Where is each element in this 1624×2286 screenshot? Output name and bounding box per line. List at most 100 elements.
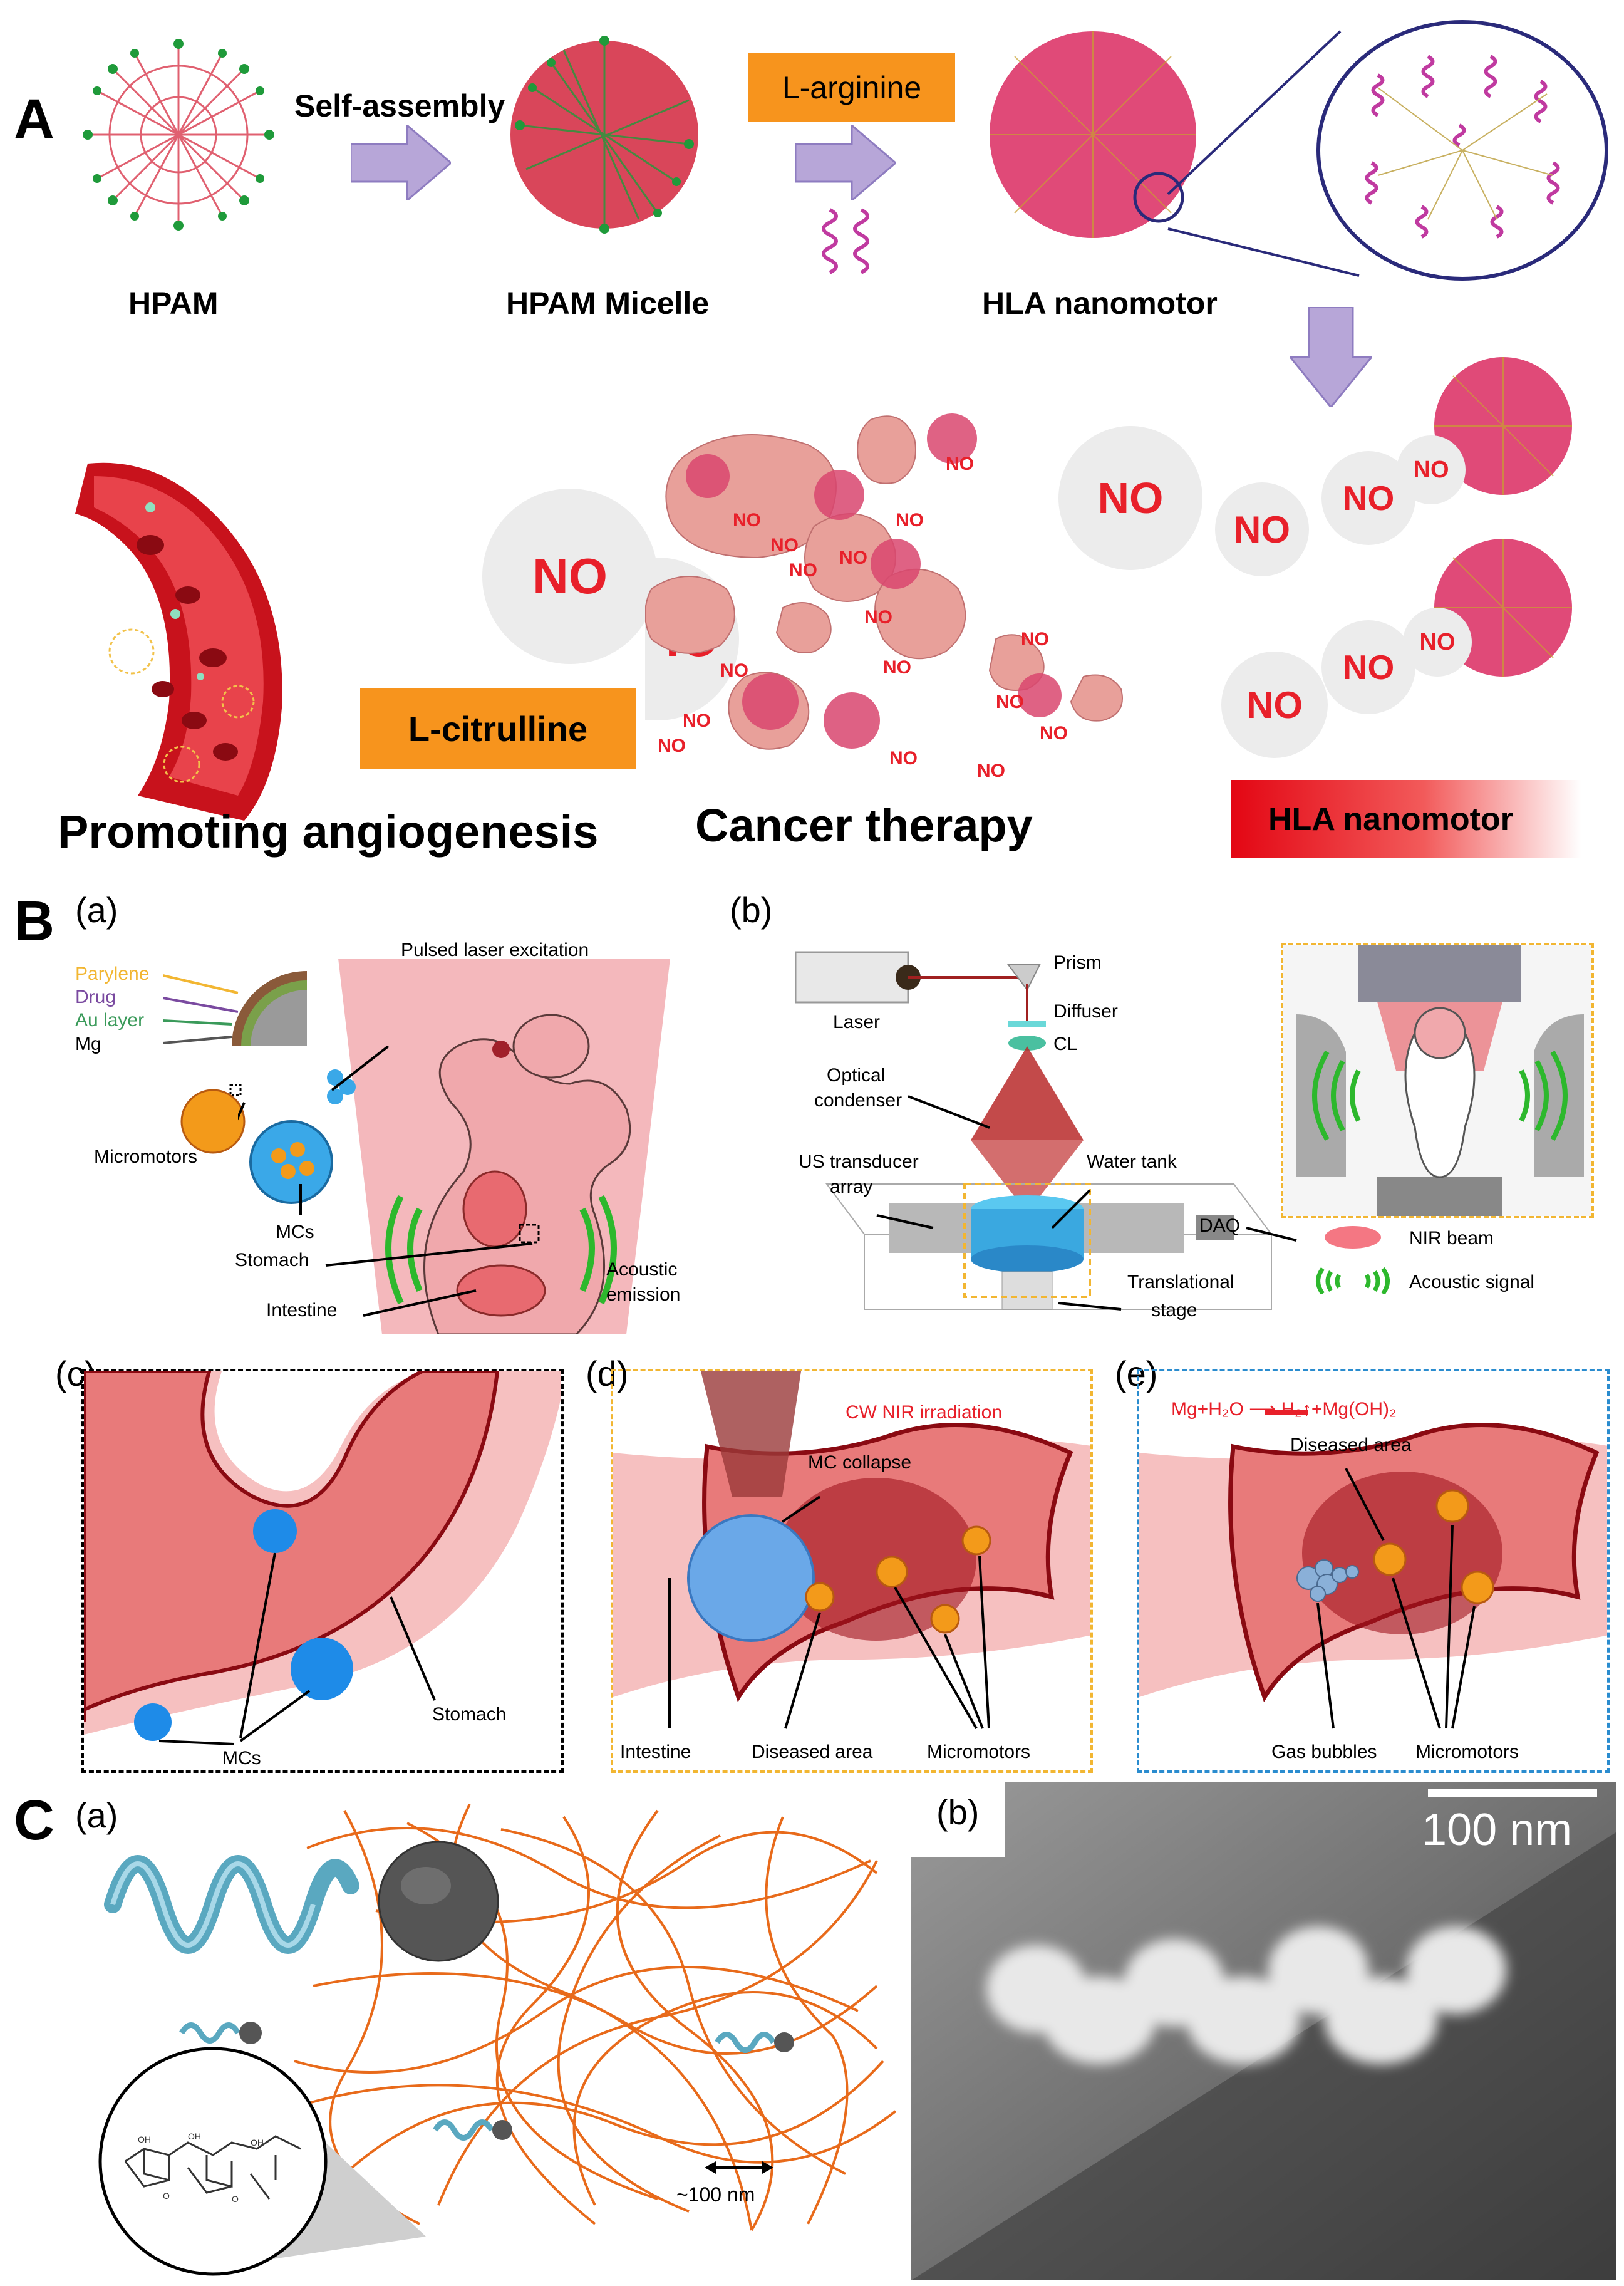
panel-c-letter: C	[14, 1789, 54, 1852]
panel-b-letter: B	[14, 890, 54, 953]
svg-text:NO: NO	[789, 560, 817, 581]
label-arrows	[163, 974, 239, 1044]
panel-bc-box	[81, 1369, 564, 1773]
arrow-down-icon	[1290, 307, 1372, 407]
emission-label: emission	[606, 1284, 681, 1305]
svg-text:NO: NO	[770, 535, 799, 556]
l-arginine-box: L-arginine	[748, 53, 955, 122]
mcs-label: MCs	[276, 1222, 314, 1242]
svg-text:NO: NO	[883, 657, 911, 678]
sem-image	[911, 1782, 1616, 2280]
stomach-label: Stomach	[432, 1704, 507, 1725]
drug-label: Drug	[75, 987, 116, 1007]
layered-particle-icon	[232, 971, 307, 1046]
mc-collapse-label: MC collapse	[808, 1452, 912, 1473]
intestine-label: Intestine	[620, 1742, 691, 1762]
svg-text:NO: NO	[864, 607, 892, 628]
micromotors-label: Micromotors	[927, 1742, 1031, 1762]
panel-ba-tag: (a)	[75, 890, 118, 930]
svg-text:OH: OH	[188, 2131, 201, 2141]
hpam-molecule-icon	[83, 39, 274, 231]
l-citrulline-box: L-citrulline	[360, 688, 636, 769]
hla-nanomotor-label: HLA nanomotor	[982, 286, 1218, 321]
hpam-micelle-label: HPAM Micelle	[506, 286, 710, 321]
diseased-area-label: Diseased area	[752, 1742, 873, 1762]
intestine-gas-illustration	[1139, 1410, 1607, 1729]
diffuser-label: Diffuser	[1053, 1001, 1118, 1022]
stomach-label: Stomach	[235, 1250, 309, 1270]
no-bubble: NO	[1215, 482, 1309, 576]
svg-text:NO: NO	[896, 510, 924, 531]
mouse-in-setup-illustration	[1283, 945, 1591, 1216]
us-transducer-label: US transducer	[799, 1151, 919, 1172]
annotation-arrows	[238, 1046, 533, 1317]
l-arginine-label: L-arginine	[782, 70, 922, 105]
no-bubble: NO	[1321, 451, 1415, 545]
svg-text:NO: NO	[977, 761, 1005, 781]
translational-label: Translational	[1127, 1272, 1234, 1292]
mcs-label: MCs	[222, 1748, 261, 1769]
prism-label: Prism	[1053, 952, 1102, 973]
stage-label: stage	[1151, 1300, 1197, 1321]
mouse-illustration	[385, 1014, 631, 1334]
au-layer-label: Au layer	[75, 1010, 145, 1031]
cancer-therapy-label: Cancer therapy	[695, 799, 1033, 851]
intestine-illustration	[613, 1371, 1090, 1730]
arrow-right-icon	[795, 125, 896, 200]
small-micromotor-icon	[433, 2119, 512, 2141]
micromotors-label: Micromotors	[94, 1146, 198, 1167]
self-assembly-label: Self-assembly	[294, 88, 505, 123]
hpam-micelle-icon	[510, 36, 698, 234]
scale-arrow-icon	[705, 2161, 773, 2174]
helical-micromotor-icon	[104, 1841, 499, 1962]
l-citrulline-label: L-citrulline	[408, 709, 588, 749]
panel-be-box	[1137, 1369, 1610, 1773]
hla-nanomotor-gradient-bar: HLA nanomotor	[1231, 780, 1581, 858]
reaction-equation: Mg+H₂O ⟶ H₂↑+Mg(OH)₂	[1171, 1399, 1397, 1420]
setup-inset-box	[1281, 943, 1594, 1218]
array-label: array	[830, 1177, 873, 1197]
zoom-lines	[1167, 30, 1360, 277]
small-micromotor-icon	[179, 2022, 262, 2044]
svg-text:OH: OH	[251, 2138, 264, 2148]
micromotors-label: Micromotors	[1415, 1742, 1519, 1762]
small-micromotor-icon	[715, 2032, 794, 2053]
intestine-label: Intestine	[266, 1300, 338, 1321]
cw-nir-label: CW NIR irradiation	[846, 1402, 1003, 1423]
svg-text:NO: NO	[1021, 629, 1049, 650]
svg-text:NO: NO	[1040, 723, 1068, 744]
arrow-right-icon	[351, 125, 451, 200]
panel-be-tag: (e)	[1115, 1354, 1158, 1393]
svg-text:NO: NO	[733, 510, 761, 531]
svg-text:NO: NO	[683, 710, 711, 731]
cl-label: CL	[1053, 1034, 1078, 1054]
svg-text:NO: NO	[658, 735, 686, 756]
laser-label: Laser	[833, 1012, 881, 1032]
nir-beam-icon	[1316, 1226, 1390, 1294]
diseased-area-label: Diseased area	[1290, 1435, 1412, 1455]
hla-nanomotor-icon	[990, 31, 1196, 238]
no-bubble: NO	[1397, 435, 1466, 504]
svg-text:NO: NO	[889, 748, 918, 769]
panel-bd-tag: (d)	[586, 1354, 629, 1393]
optical-label: Optical	[827, 1065, 886, 1086]
svg-text:O: O	[163, 2191, 170, 2201]
stomach-illustration	[84, 1371, 561, 1745]
polymer-mesh-illustration	[282, 1804, 897, 2231]
sem-scale-label: 100 nm	[1422, 1805, 1573, 1855]
panel-bd-box	[611, 1369, 1093, 1773]
daq-label: DAQ	[1199, 1215, 1241, 1236]
no-bubble: NO	[1058, 426, 1202, 570]
micromotor-icon	[180, 1069, 356, 1204]
no-bubble: NO	[1221, 652, 1328, 758]
arginine-helix-icon	[822, 208, 869, 274]
sem-helix-image	[911, 1782, 1616, 2280]
blood-vessel-illustration	[75, 462, 282, 821]
hpam-label: HPAM	[128, 286, 219, 321]
helix-zoom-icon	[1316, 20, 1608, 281]
scale-label: ~100 nm	[676, 2183, 755, 2206]
svg-text:NO: NO	[720, 660, 748, 681]
